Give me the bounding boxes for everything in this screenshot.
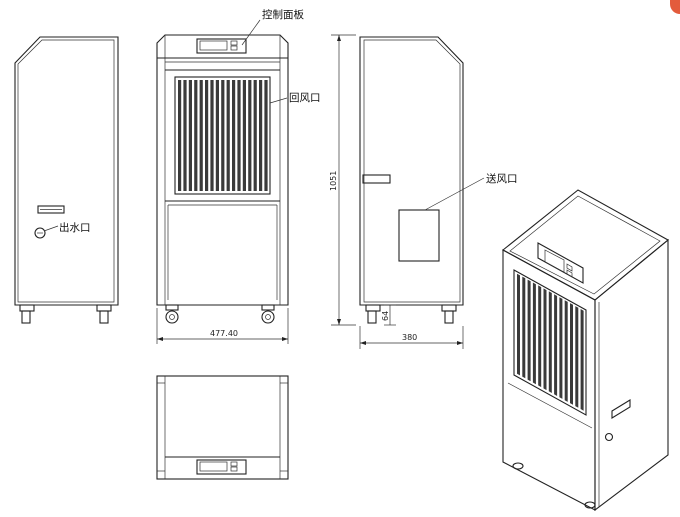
drain-leader — [43, 225, 59, 232]
label-control-panel: 控制面板 — [262, 8, 304, 21]
grille-slot — [237, 80, 241, 191]
iso-side-handle — [611, 399, 631, 419]
grille-slot — [242, 80, 246, 191]
iso-grille-slot — [522, 276, 526, 379]
supply-air-outlet — [398, 209, 440, 262]
iso-grille-slot — [543, 288, 547, 391]
iso-grille-slot — [548, 291, 552, 393]
iso-grille — [513, 269, 587, 416]
iso-control-panel — [537, 242, 584, 284]
control-display — [199, 40, 228, 51]
dimension-width: 477.40 — [210, 329, 238, 338]
grille-slot — [253, 80, 257, 191]
grille-slot — [194, 80, 198, 191]
grille-slot — [210, 80, 214, 191]
top-control-panel — [196, 459, 247, 475]
iso-grille-slot — [575, 306, 579, 408]
iso-grille-slot — [532, 282, 536, 385]
grille-slot — [226, 80, 230, 191]
grille-slot — [232, 80, 236, 191]
grille-slot — [183, 80, 187, 191]
label-return-air: 回风口 — [289, 92, 321, 104]
iso-grille-slot — [527, 279, 531, 382]
height-dimension — [331, 34, 356, 326]
grille-slot — [259, 80, 263, 191]
iso-grille-slot — [559, 297, 563, 399]
grille-slot — [264, 80, 268, 191]
drain-outlet — [34, 227, 46, 239]
grille-slot — [199, 80, 203, 191]
isometric-view — [502, 189, 669, 512]
supply-air-leader — [424, 177, 485, 211]
drain-panel — [37, 205, 65, 214]
grille-slot — [205, 80, 209, 191]
return-air-leader — [269, 97, 288, 104]
side-handle — [362, 174, 391, 184]
iso-grille-slot — [538, 285, 542, 388]
grille-slot — [178, 80, 182, 191]
dimension-height: 1051 — [329, 171, 338, 191]
front-grille-slots — [178, 80, 268, 191]
iso-grille-slot — [580, 309, 584, 411]
label-drain-outlet: 出水口 — [59, 221, 91, 234]
return-air-grille — [174, 76, 271, 195]
label-supply-air: 送风口 — [486, 172, 518, 185]
grille-slot — [188, 80, 192, 191]
left-side-view — [14, 36, 119, 324]
dimension-wheel: 64 — [381, 311, 390, 321]
iso-grille-slots — [517, 273, 584, 411]
grille-slot — [215, 80, 219, 191]
iso-grille-slot — [517, 273, 520, 376]
control-panel — [196, 38, 247, 54]
iso-grille-slot — [570, 303, 573, 405]
dimension-depth: 380 — [402, 333, 417, 342]
iso-grille-slot — [564, 300, 568, 402]
top-view — [156, 375, 289, 480]
front-view — [156, 19, 289, 344]
iso-grille-slot — [554, 294, 558, 396]
iso-drain-outlet — [604, 432, 614, 442]
corner-badge — [670, 0, 680, 14]
right-side-view — [359, 36, 485, 349]
grille-slot — [248, 80, 252, 191]
control-panel-leader — [241, 19, 261, 46]
grille-slot — [221, 80, 225, 191]
